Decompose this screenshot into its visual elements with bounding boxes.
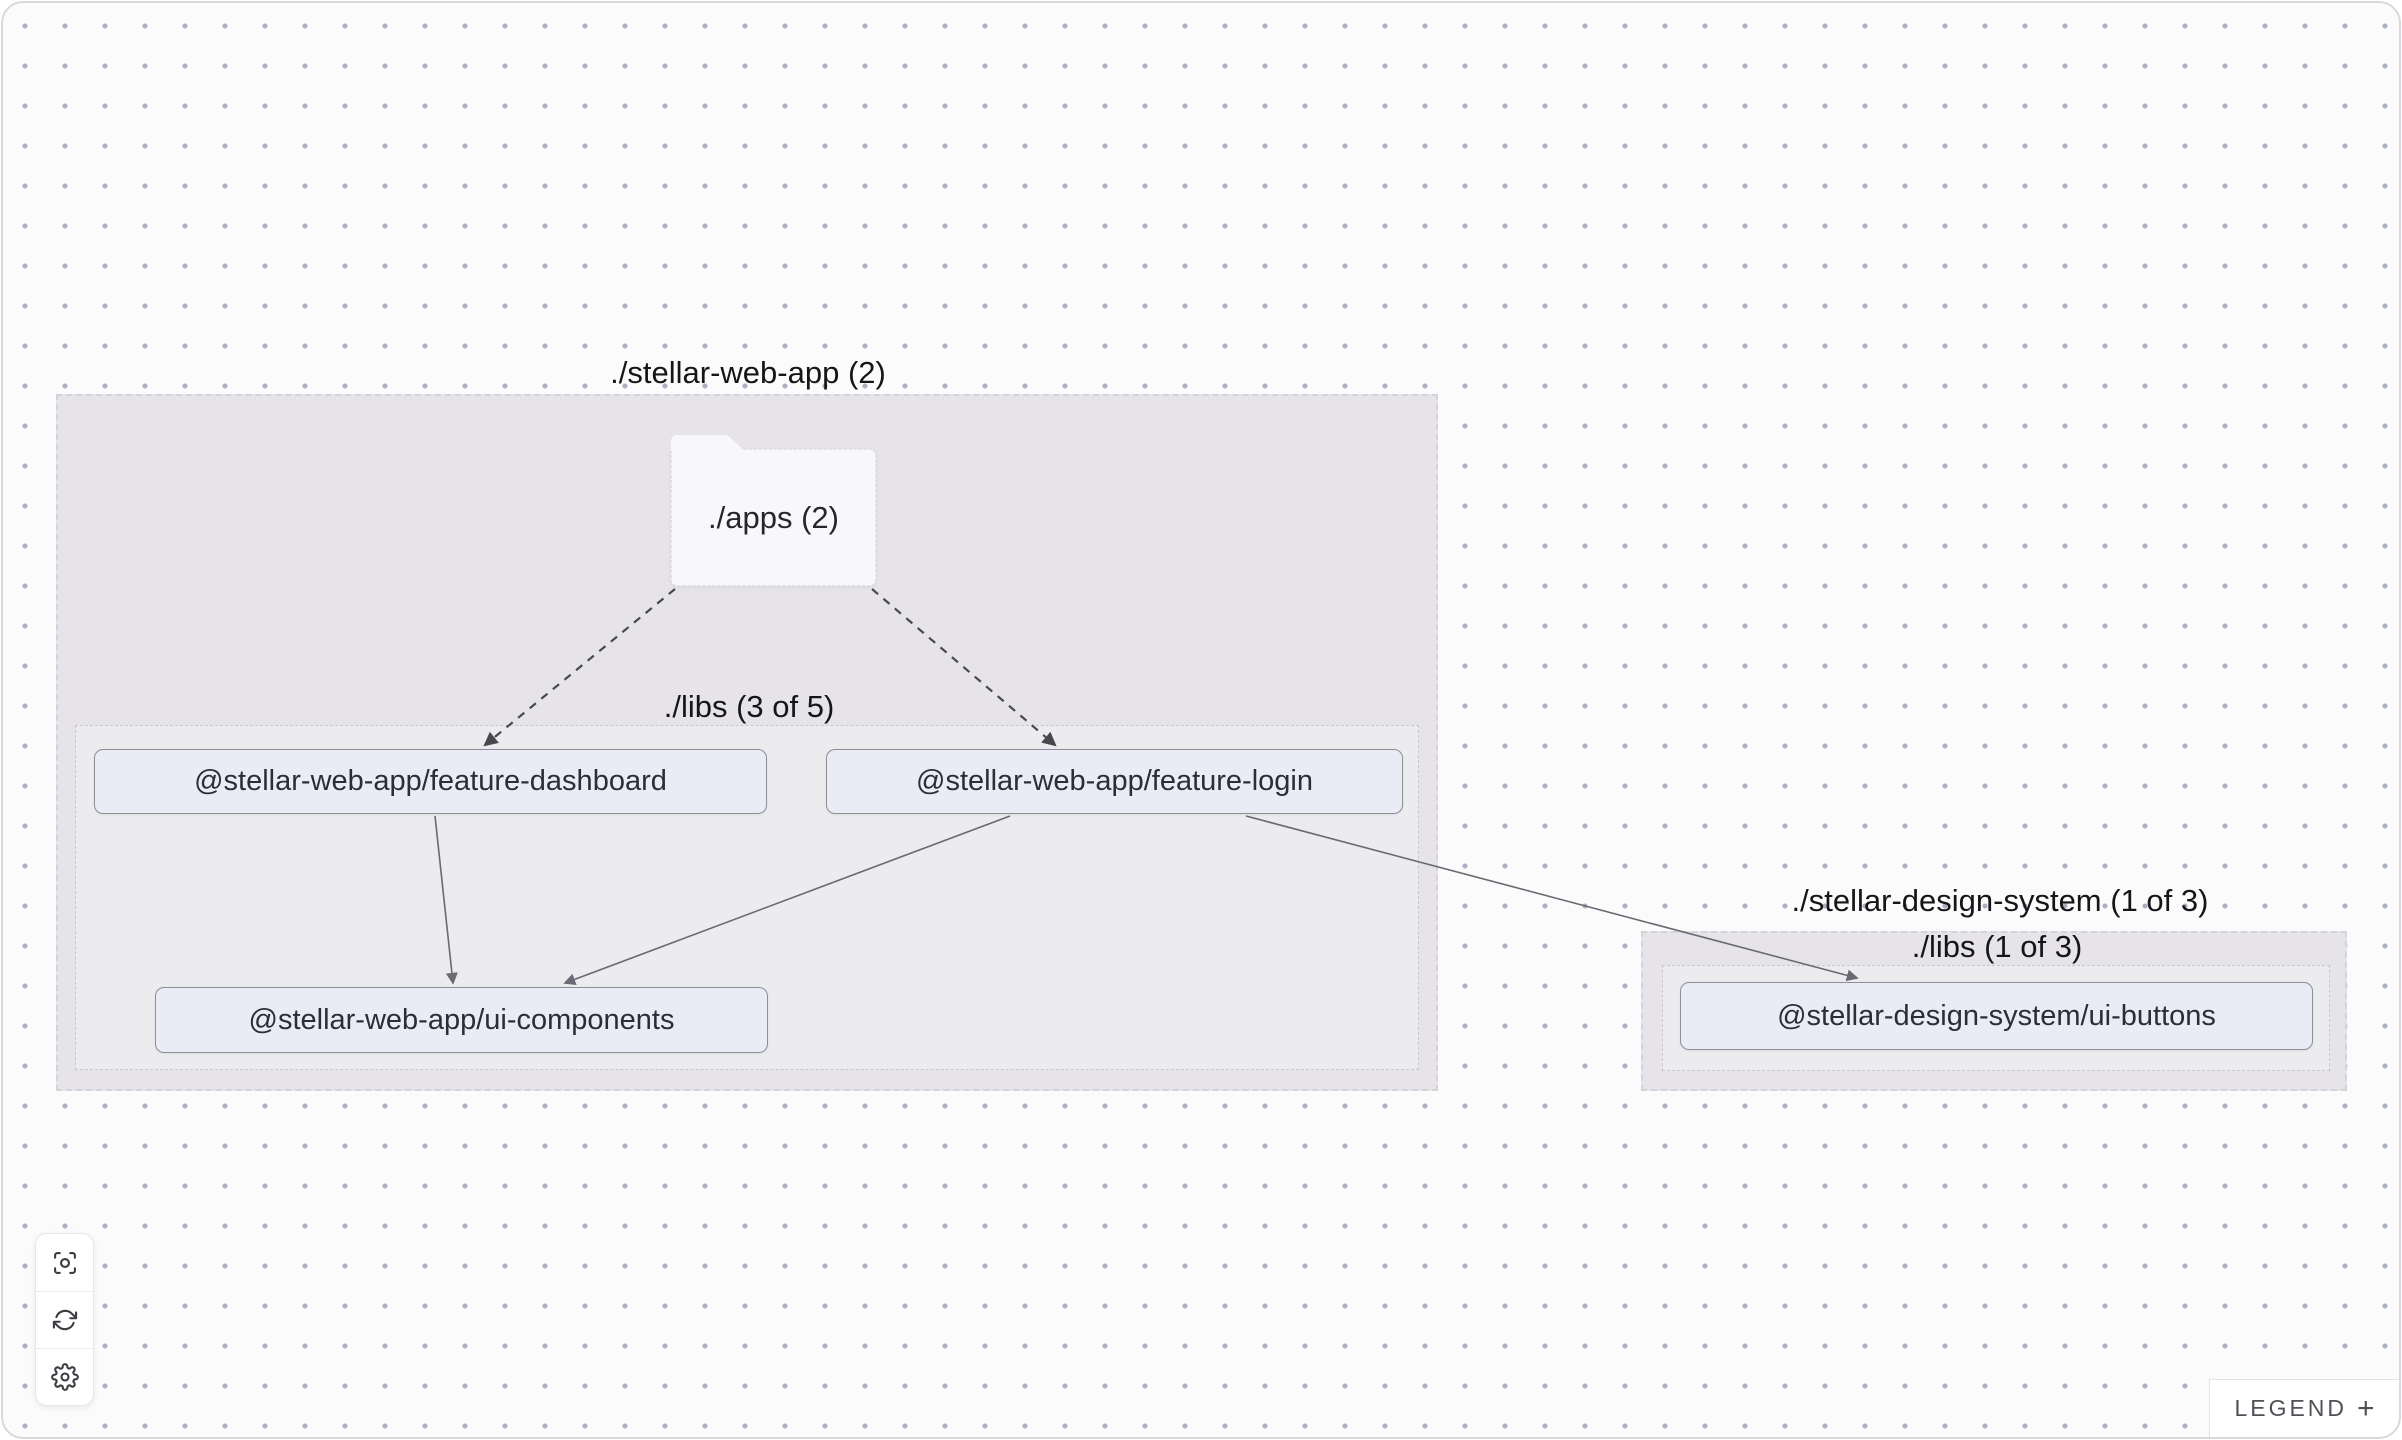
folder-tab bbox=[671, 435, 745, 451]
group-label-libs-left: ./libs (3 of 5) bbox=[663, 689, 835, 724]
node-label: @stellar-web-app/feature-dashboard bbox=[194, 765, 667, 797]
graph-canvas[interactable]: ./stellar-web-app (2) ./libs (3 of 5) ./… bbox=[3, 3, 2399, 1437]
node-ui-buttons[interactable]: @stellar-design-system/ui-buttons bbox=[1680, 982, 2313, 1050]
focus-icon bbox=[53, 1251, 76, 1274]
node-label: ./apps (2) bbox=[708, 499, 839, 535]
focus-button[interactable] bbox=[36, 1234, 93, 1291]
settings-button[interactable] bbox=[36, 1348, 93, 1405]
node-label: @stellar-web-app/feature-login bbox=[916, 765, 1313, 797]
node-feature-login[interactable]: @stellar-web-app/feature-login bbox=[826, 749, 1403, 814]
refresh-icon bbox=[52, 1309, 77, 1331]
node-label: @stellar-design-system/ui-buttons bbox=[1777, 999, 2216, 1032]
node-feature-dashboard[interactable]: @stellar-web-app/feature-dashboard bbox=[94, 749, 767, 814]
group-label-stellar-design-system: ./stellar-design-system (1 of 3) bbox=[1791, 883, 2209, 918]
group-label-libs-right: ./libs (1 of 3) bbox=[1911, 929, 2083, 964]
legend-label: LEGEND bbox=[2234, 1395, 2348, 1421]
gear-icon bbox=[50, 1363, 79, 1391]
group-label-stellar-web-app: ./stellar-web-app (2) bbox=[610, 355, 886, 390]
plus-icon: + bbox=[2357, 1391, 2375, 1425]
refresh-button[interactable] bbox=[36, 1291, 93, 1348]
node-ui-components[interactable]: @stellar-web-app/ui-components bbox=[155, 987, 768, 1053]
graph-controls bbox=[35, 1233, 94, 1406]
node-apps-folder[interactable]: ./apps (2) bbox=[671, 435, 876, 586]
legend-toggle[interactable]: LEGEND + bbox=[2209, 1379, 2399, 1437]
node-label: @stellar-web-app/ui-components bbox=[248, 1003, 675, 1036]
